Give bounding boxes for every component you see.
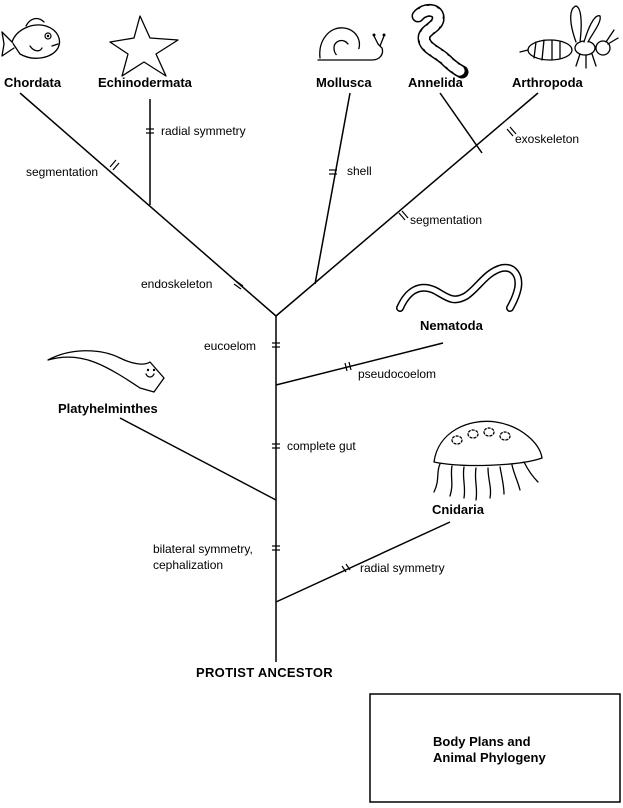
label-complete-gut: complete gut [287,439,356,453]
title-box-frame [369,693,621,803]
branch-cnidaria [275,521,451,603]
jellyfish-icon [433,420,543,501]
label-annelida: Annelida [408,75,464,90]
label-platyhelminthes: Platyhelminthes [58,401,158,416]
label-bilateral-symmetry: bilateral symmetry, [153,542,253,556]
tick-pseudocoelom [344,361,352,372]
tick-complete-gut [272,443,280,449]
label-eucoelom: eucoelom [204,339,256,353]
flatworm-icon [47,350,165,393]
tick-shell [329,169,337,175]
label-endoskeleton: endoskeleton [141,277,212,291]
label-cnidaria: Cnidaria [432,502,485,517]
branch-nematoda [275,342,444,386]
title-line-1: Body Plans and [433,734,531,749]
branch-mollusca [314,92,351,285]
branch-platyhelminthes [119,417,277,501]
branch-chordata [19,92,277,317]
tree-branches [19,92,539,662]
tick-exoskeleton [506,126,517,137]
label-radial-symmetry-cnidaria: radial symmetry [360,561,445,575]
tick-segmentation-chordata [109,159,120,171]
taxon-labels: Chordata Echinodermata Mollusca Annelida… [4,75,584,517]
branch-annelida [439,92,483,154]
label-segmentation-chordata: segmentation [26,165,98,179]
starfish-icon [109,15,179,77]
label-arthropoda: Arthropoda [512,75,584,90]
label-pseudocoelom: pseudocoelom [358,367,436,381]
tick-radial-symmetry-echinodermata [146,128,154,134]
title-box: Body Plans and Animal Phylogeny [369,693,621,803]
tick-eucoelom [272,342,280,348]
label-echinodermata: Echinodermata [98,75,193,90]
roundworm-icon [396,263,523,312]
snail-icon [317,27,386,61]
worm-icon [411,4,469,79]
wasp-icon [519,5,619,69]
label-exoskeleton: exoskeleton [515,132,579,146]
tick-segmentation-annelid-arthropod [398,210,409,221]
trait-labels: radial symmetry segmentation shell exosk… [26,124,579,575]
fish-icon [1,17,61,59]
label-segmentation-annelid-arthropod: segmentation [410,213,482,227]
label-protist-ancestor: PROTIST ANCESTOR [196,665,333,680]
label-shell: shell [347,164,372,178]
label-radial-symmetry-echinodermata: radial symmetry [161,124,246,138]
tick-radial-symmetry-cnidaria [341,563,351,573]
title-line-2: Animal Phylogeny [433,750,546,765]
trait-ticks [109,126,517,573]
branch-annelida-arthropoda [275,92,539,317]
label-cephalization: cephalization [153,558,223,572]
label-nematoda: Nematoda [420,318,484,333]
label-chordata: Chordata [4,75,62,90]
tick-endoskeleton [233,280,244,290]
label-mollusca: Mollusca [316,75,372,90]
tick-bilateral-symmetry [272,545,280,551]
